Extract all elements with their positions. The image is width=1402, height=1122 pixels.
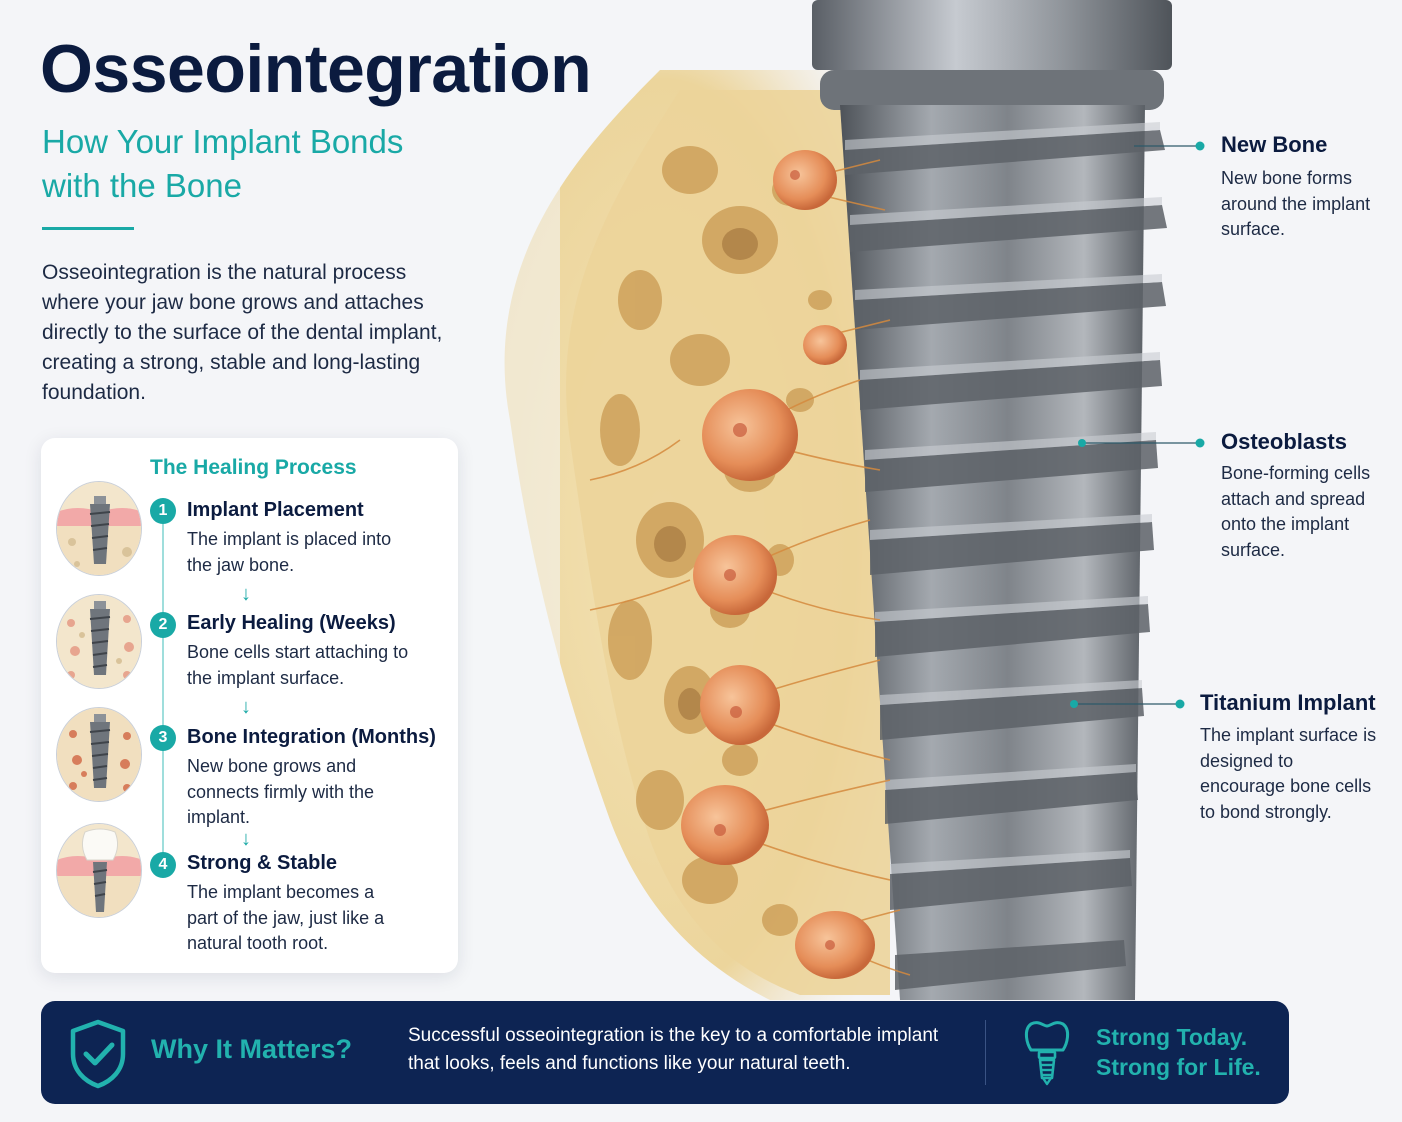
label-osteoblasts-description: Bone-forming cells attach and spread ont…: [1221, 463, 1371, 560]
step-3-description: New bone grows and connects firmly with …: [187, 756, 375, 827]
step-4-number: 4: [150, 852, 176, 878]
page-subtitle: How Your Implant Bonds with the Bone: [42, 123, 404, 204]
why-it-matters-banner: [41, 1001, 1289, 1104]
process-timeline-line: [162, 524, 164, 859]
step-4-title: Strong & Stable: [187, 852, 338, 874]
step-1-title: Implant Placement: [187, 499, 364, 521]
step-3-title: Bone Integration (Months): [187, 726, 436, 748]
why-it-matters-heading: Why It Matters?: [151, 1034, 353, 1064]
arrow-down-icon: ↓: [241, 696, 251, 718]
tagline-line-1: Strong Today.: [1096, 1024, 1248, 1050]
step-3-thumbnail: [56, 707, 142, 802]
callout-lines: [1070, 141, 1205, 709]
tagline-line-2: Strong for Life.: [1096, 1054, 1261, 1080]
step-2-number: 2: [150, 612, 176, 638]
step-1-description: The implant is placed into the jaw bone.: [187, 529, 392, 575]
step-2-description: Bone cells start attaching to the implan…: [187, 642, 409, 688]
step-2-thumbnail: [56, 594, 142, 689]
healing-process-title: The Healing Process: [150, 456, 357, 479]
osteoblast-cells: [681, 150, 875, 979]
step-2-title: Early Healing (Weeks): [187, 612, 396, 634]
arrow-down-icon: ↓: [241, 828, 251, 850]
label-titanium-implant-description: The implant surface is designed to encou…: [1200, 725, 1377, 822]
implant-tooth-icon: [1021, 1018, 1073, 1091]
step-1-number: 1: [150, 498, 176, 524]
osseointegration-illustration: [440, 0, 1172, 1010]
step-3-number: 3: [150, 725, 176, 751]
banner-tagline: Strong Today. Strong for Life.: [1096, 1022, 1261, 1082]
label-titanium-implant-title: Titanium Implant: [1200, 690, 1376, 715]
step-1-thumbnail: [56, 481, 142, 576]
shield-check-icon: [67, 1018, 129, 1095]
banner-separator: [985, 1020, 986, 1085]
title-divider: [42, 227, 134, 230]
why-it-matters-text: Successful osseointegration is the key t…: [408, 1025, 939, 1074]
label-osteoblasts-title: Osteoblasts: [1221, 429, 1347, 454]
page-title: Osseointegration: [40, 31, 592, 107]
label-new-bone-description: New bone forms around the implant surfac…: [1221, 168, 1371, 239]
arrow-down-icon: ↓: [241, 583, 251, 605]
label-new-bone-title: New Bone: [1221, 132, 1328, 157]
step-4-description: The implant becomes a part of the jaw, j…: [187, 882, 385, 953]
intro-paragraph: Osseointegration is the natural process …: [42, 261, 443, 404]
step-4-thumbnail: [56, 823, 142, 918]
